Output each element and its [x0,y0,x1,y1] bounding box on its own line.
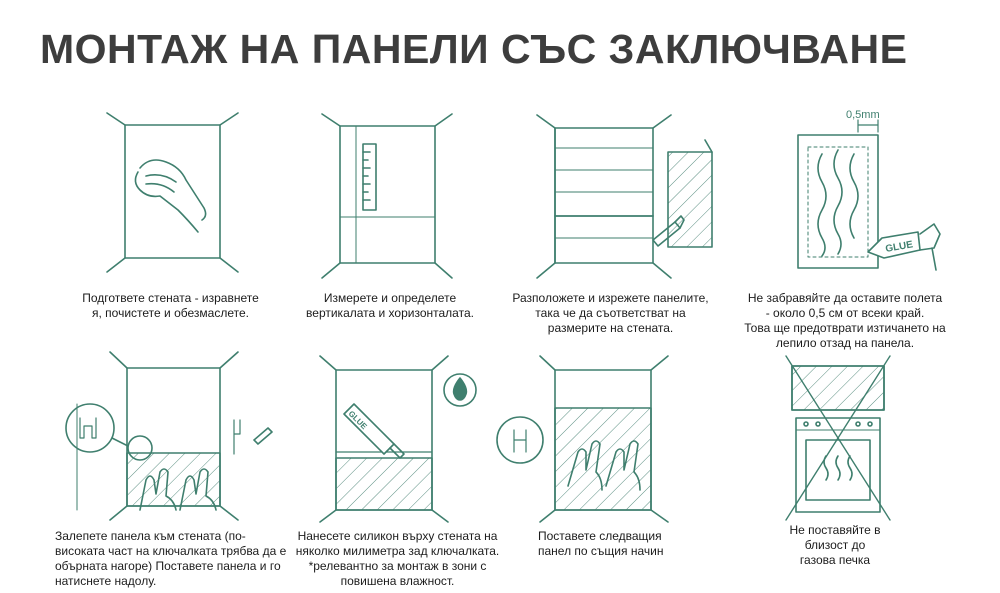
wipe-hand-icon [134,159,207,233]
next-panel-hands-icon [567,440,641,491]
step-2-caption: Измерете и определете вертикалата и хори… [306,291,474,320]
step-4-caption: Не забравяйте да оставите полета - около… [744,291,946,350]
step-3-caption: Разположете и изрежете панелите, така че… [512,291,709,335]
ruler-icon [362,143,377,211]
water-drop-icon [443,373,477,407]
step-8-illustration [785,355,891,521]
step-4-illustration [797,119,941,271]
step-1-caption: Подгответе стената - изравнете я, почист… [82,291,259,320]
step-8-caption: Не поставяйте в близост до газова печка [789,523,881,567]
cutter-icon [652,215,685,247]
press-hands-icon [139,468,217,511]
glue-gun-icon [867,223,941,271]
step-3-illustration [536,114,713,279]
page-title: МОНТАЖ НА ПАНЕЛИ СЪС ЗАКЛЮЧВАНЕ [40,26,908,72]
step-7-caption: Поставете следващия панел по същия начин [538,529,664,558]
step-2-illustration [321,113,453,279]
step-6-caption: Нанесете силикон върху стената на няколк… [295,529,500,588]
glue-gun-label: GLUE [885,239,915,255]
margin-measure-label: 0,5mm [846,109,880,121]
step-5-caption: Залепете панела към стената (по- високат… [55,529,287,588]
step-7-illustration [496,355,669,523]
no-stove-icon [785,355,891,521]
step-5-illustration [65,351,273,521]
step-6-illustration [319,355,477,523]
silicone-tube-icon [343,403,405,459]
step-1-illustration [106,112,239,273]
